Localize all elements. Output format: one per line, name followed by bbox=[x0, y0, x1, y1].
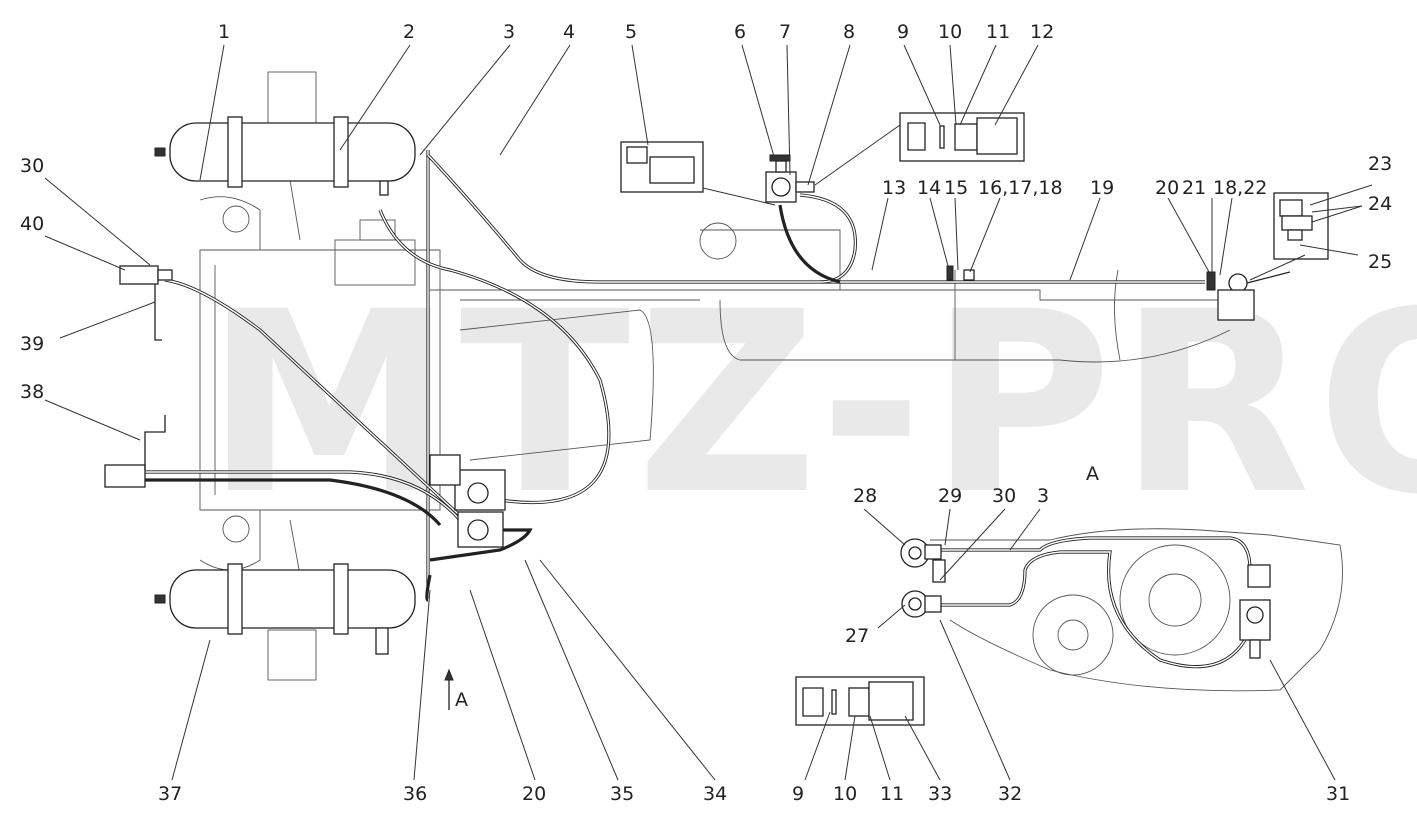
label-38: 38 bbox=[20, 381, 44, 403]
coupling-head-left-upper bbox=[119, 265, 173, 341]
view-a-title: A bbox=[1086, 463, 1099, 485]
pipelines bbox=[145, 150, 1205, 602]
view-a bbox=[900, 528, 1343, 692]
brake-valve-6 bbox=[765, 154, 815, 203]
label-10: 10 bbox=[938, 21, 962, 43]
leader-lines bbox=[44, 44, 1373, 781]
view-arrow: A bbox=[444, 668, 468, 711]
coupling-head-left-lower bbox=[104, 415, 166, 488]
label-3: 3 bbox=[503, 21, 515, 43]
label-23: 23 bbox=[1368, 153, 1392, 175]
view-arrow-label: A bbox=[455, 689, 468, 711]
label-31: 31 bbox=[1326, 783, 1350, 805]
label-30-view-a: 30 bbox=[992, 485, 1016, 507]
label-36: 36 bbox=[403, 783, 427, 805]
inset-detail-23-25 bbox=[1249, 192, 1363, 281]
label-15: 15 bbox=[944, 177, 968, 199]
label-4: 4 bbox=[563, 21, 575, 43]
label-16-17-18: 16,17,18 bbox=[978, 177, 1063, 199]
label-29: 29 bbox=[938, 485, 962, 507]
label-14: 14 bbox=[917, 177, 941, 199]
label-13: 13 bbox=[882, 177, 906, 199]
air-tank-lower bbox=[154, 563, 416, 655]
label-30-left: 30 bbox=[20, 155, 44, 177]
label-8: 8 bbox=[843, 21, 855, 43]
rear-valve-20-21 bbox=[1206, 271, 1291, 321]
label-25: 25 bbox=[1368, 251, 1392, 273]
label-39: 39 bbox=[20, 333, 44, 355]
inset-detail-bottom bbox=[795, 676, 925, 726]
label-18-22: 18,22 bbox=[1213, 177, 1267, 199]
label-2: 2 bbox=[403, 21, 415, 43]
label-1: 1 bbox=[218, 21, 230, 43]
inset-detail-5 bbox=[620, 141, 776, 206]
label-20-top: 20 bbox=[1155, 177, 1179, 199]
label-33: 33 bbox=[928, 783, 952, 805]
label-7: 7 bbox=[779, 21, 791, 43]
label-35: 35 bbox=[610, 783, 634, 805]
coupling-27 bbox=[901, 590, 942, 618]
label-19: 19 bbox=[1090, 177, 1114, 199]
view-a-valves bbox=[1239, 564, 1271, 659]
label-9-bottom: 9 bbox=[792, 783, 804, 805]
callout-labels: 1 2 3 4 5 6 7 8 9 10 11 12 23 24 25 13 1… bbox=[20, 21, 1392, 805]
label-32: 32 bbox=[998, 783, 1022, 805]
valve-cluster-center bbox=[429, 454, 506, 548]
label-6: 6 bbox=[734, 21, 746, 43]
label-24: 24 bbox=[1368, 193, 1392, 215]
label-40: 40 bbox=[20, 213, 44, 235]
label-28: 28 bbox=[853, 485, 877, 507]
label-27: 27 bbox=[845, 625, 869, 647]
label-37: 37 bbox=[158, 783, 182, 805]
label-9: 9 bbox=[897, 21, 909, 43]
coupling-28 bbox=[900, 538, 946, 583]
label-10-bottom: 10 bbox=[833, 783, 857, 805]
inset-detail-9-12 bbox=[814, 112, 1025, 186]
fittings-14-16 bbox=[946, 265, 975, 281]
label-11: 11 bbox=[986, 21, 1010, 43]
label-5: 5 bbox=[625, 21, 637, 43]
air-tank-upper bbox=[154, 116, 416, 196]
label-21: 21 bbox=[1182, 177, 1206, 199]
label-20-bottom: 20 bbox=[522, 783, 546, 805]
label-12: 12 bbox=[1030, 21, 1054, 43]
frame-outline bbox=[199, 71, 1231, 681]
label-34: 34 bbox=[703, 783, 727, 805]
label-3-view-a: 3 bbox=[1037, 485, 1049, 507]
label-11-bottom: 11 bbox=[880, 783, 904, 805]
